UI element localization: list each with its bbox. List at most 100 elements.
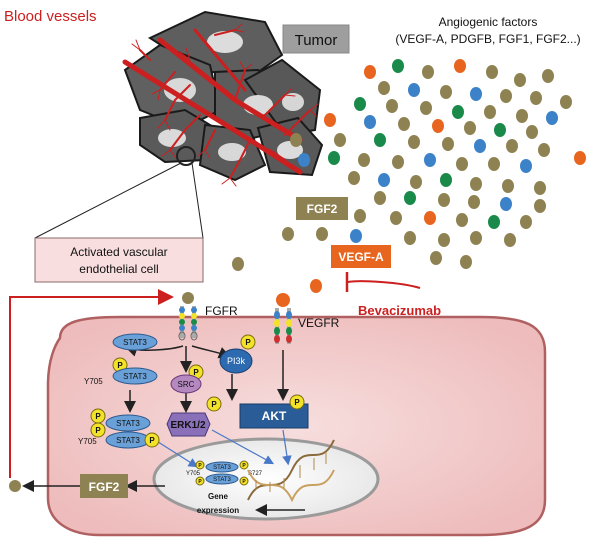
factor-dot <box>440 85 452 99</box>
akt-label: AKT <box>262 409 287 423</box>
tumor-label: Tumor <box>295 32 338 49</box>
factor-dot <box>474 139 486 153</box>
factor-dot <box>404 191 416 205</box>
arrow-stat3-nucleus <box>154 439 199 468</box>
factor-dot <box>410 175 422 189</box>
factor-dot <box>442 137 454 151</box>
factor-dot <box>468 195 480 209</box>
factor-dot <box>520 215 532 229</box>
arrow-erk-nucleus <box>211 429 275 465</box>
factor-dot <box>392 155 404 169</box>
phospho-label-src: P <box>193 368 199 377</box>
factor-dot <box>364 115 376 129</box>
gene-expression-label-line2: expression <box>197 506 239 515</box>
phospho-badge-erk <box>206 396 222 412</box>
stat3-label-1: STAT3 <box>123 338 147 347</box>
gene-expression-label-line1: Gene <box>208 492 229 501</box>
factor-dot <box>456 213 468 227</box>
factor-dot <box>488 157 500 171</box>
fgf2-output-box <box>80 474 128 498</box>
y705-label-1: Y705 <box>84 377 103 386</box>
phospho-label-pi3k: P <box>245 338 251 347</box>
factor-dot <box>500 197 512 211</box>
fgf2-feedback-arrow <box>9 289 174 478</box>
phospho-badge-n2 <box>239 460 249 470</box>
phospho-badge-n4 <box>239 476 249 486</box>
factor-dot <box>470 231 482 245</box>
erk-node <box>166 412 211 437</box>
factor-dot <box>374 191 386 205</box>
factor-dot <box>488 215 500 229</box>
factor-dot <box>470 87 482 101</box>
fgfr-label: FGFR <box>205 304 238 318</box>
stat3-nuclear-top <box>205 461 239 473</box>
factor-dot <box>424 153 436 167</box>
factor-dot <box>438 233 450 247</box>
stat3-cytoplasm <box>112 333 158 351</box>
stat3-label-4: STAT3 <box>116 436 140 445</box>
factor-dot <box>500 89 512 103</box>
tumor-illustration <box>122 10 324 187</box>
factor-dot <box>232 257 244 271</box>
fgfr-receptor <box>178 292 198 341</box>
phospho-label-erk: P <box>211 400 217 409</box>
factor-dot <box>486 65 498 79</box>
pi3k-node <box>219 348 253 374</box>
factor-dot <box>504 233 516 247</box>
bevacizumab-label: Bevacizumab <box>358 303 441 318</box>
factor-dot <box>506 139 518 153</box>
stat3-phosphorylated <box>112 367 158 385</box>
bevacizumab-inhibition-line <box>347 280 421 289</box>
factor-dot <box>378 173 390 187</box>
phospho-label-4: P <box>149 436 155 445</box>
factor-dot <box>424 211 436 225</box>
stat3-label-3: STAT3 <box>116 419 140 428</box>
factor-dot <box>452 105 464 119</box>
factor-dot <box>520 159 532 173</box>
factor-dot <box>538 143 550 157</box>
phospho-label-n1: P <box>198 463 202 469</box>
factor-dot <box>408 83 420 97</box>
factor-dot <box>526 125 538 139</box>
vegfa-ligand-box <box>331 245 391 268</box>
factor-dot <box>324 113 336 127</box>
angiogenic-factor-dots <box>232 59 586 293</box>
factor-dot <box>460 255 472 269</box>
phospho-badge-akt <box>289 394 305 410</box>
factor-dot <box>398 117 410 131</box>
stat3-nuclear-bottom <box>205 473 239 485</box>
factor-dot <box>430 251 442 265</box>
factor-dot <box>454 59 466 73</box>
phospho-label-3: P <box>95 426 101 435</box>
stat3-label-6: STAT3 <box>213 477 231 483</box>
factor-dot <box>290 133 302 147</box>
factor-dot <box>534 181 546 195</box>
factor-dot <box>328 151 340 165</box>
y705-label-2: Y705 <box>78 437 97 446</box>
vegfr-receptor <box>274 293 292 344</box>
factor-dot <box>432 119 444 133</box>
factor-dot <box>350 229 362 243</box>
zoom-line-right <box>191 162 204 239</box>
pi3k-label: PI3k <box>227 356 246 366</box>
phospho-badge-3 <box>90 422 106 438</box>
factor-dot <box>422 65 434 79</box>
fgf2-output-label: FGF2 <box>89 480 120 494</box>
factor-dot <box>282 227 294 241</box>
factor-dot <box>364 65 376 79</box>
phospho-label-n2: P <box>242 463 246 469</box>
factor-dot <box>404 231 416 245</box>
activated-cell-label-line2: endothelial cell <box>79 262 158 276</box>
factor-dot <box>354 209 366 223</box>
y705-label-3: Y705 <box>186 471 201 477</box>
factor-dot <box>542 69 554 83</box>
activated-cell-box <box>34 237 204 283</box>
factor-dot <box>378 81 390 95</box>
phospho-label-2: P <box>95 412 101 421</box>
arrow-akt-nucleus <box>282 429 292 466</box>
s727-label: S727 <box>248 471 263 477</box>
phospho-label-n4: P <box>242 479 246 485</box>
stat3-label-2: STAT3 <box>123 372 147 381</box>
fgf2-secreted-dot <box>9 480 21 492</box>
